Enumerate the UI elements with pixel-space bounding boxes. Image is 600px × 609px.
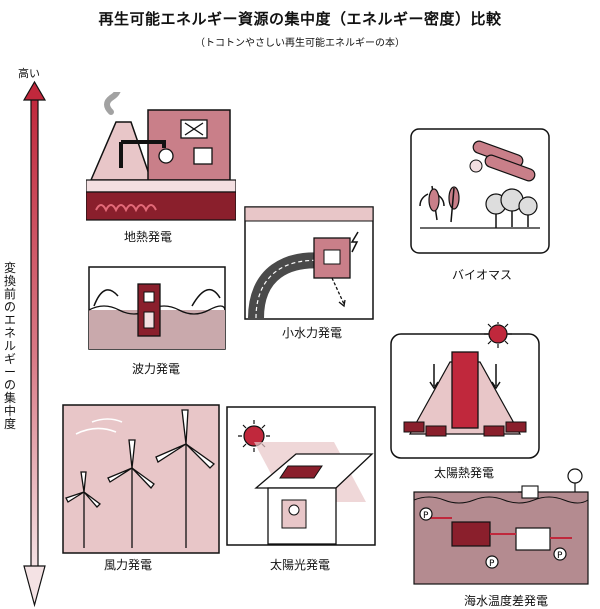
- wave-illustration: [88, 266, 226, 350]
- concentration-axis-arrow: [22, 80, 47, 608]
- pump-symbol-left: P: [423, 511, 429, 521]
- hydro-illustration: [244, 206, 374, 320]
- photovoltaic-illustration: [226, 406, 376, 546]
- solar-thermal-illustration: [390, 322, 540, 460]
- axis-label: 変換前のエネルギーの集中度: [3, 261, 16, 431]
- pump-symbol-right: P: [557, 551, 563, 561]
- hydro-label: 小水力発電: [282, 326, 343, 340]
- photovoltaic-label: 太陽光発電: [270, 558, 331, 572]
- axis-high-label: 高い: [18, 67, 40, 80]
- biomass-illustration: [410, 128, 550, 254]
- biomass-label: バイオマス: [452, 268, 513, 282]
- pump-symbol-center: P: [489, 559, 495, 569]
- otec-illustration: P P P: [412, 462, 590, 586]
- wind-illustration: [62, 404, 220, 554]
- wind-label: 風力発電: [104, 558, 153, 572]
- otec-label: 海水温度差発電: [464, 594, 549, 608]
- geothermal-label: 地熱発電: [124, 230, 173, 244]
- page-title: 再生可能エネルギー資源の集中度（エネルギー密度）比較: [98, 10, 502, 28]
- page-subtitle: （トコトンやさしい再生可能エネルギーの本）: [195, 38, 405, 49]
- geothermal-illustration: [86, 92, 236, 222]
- wave-label: 波力発電: [132, 362, 181, 376]
- solar-thermal-label: 太陽熱発電: [434, 466, 495, 480]
